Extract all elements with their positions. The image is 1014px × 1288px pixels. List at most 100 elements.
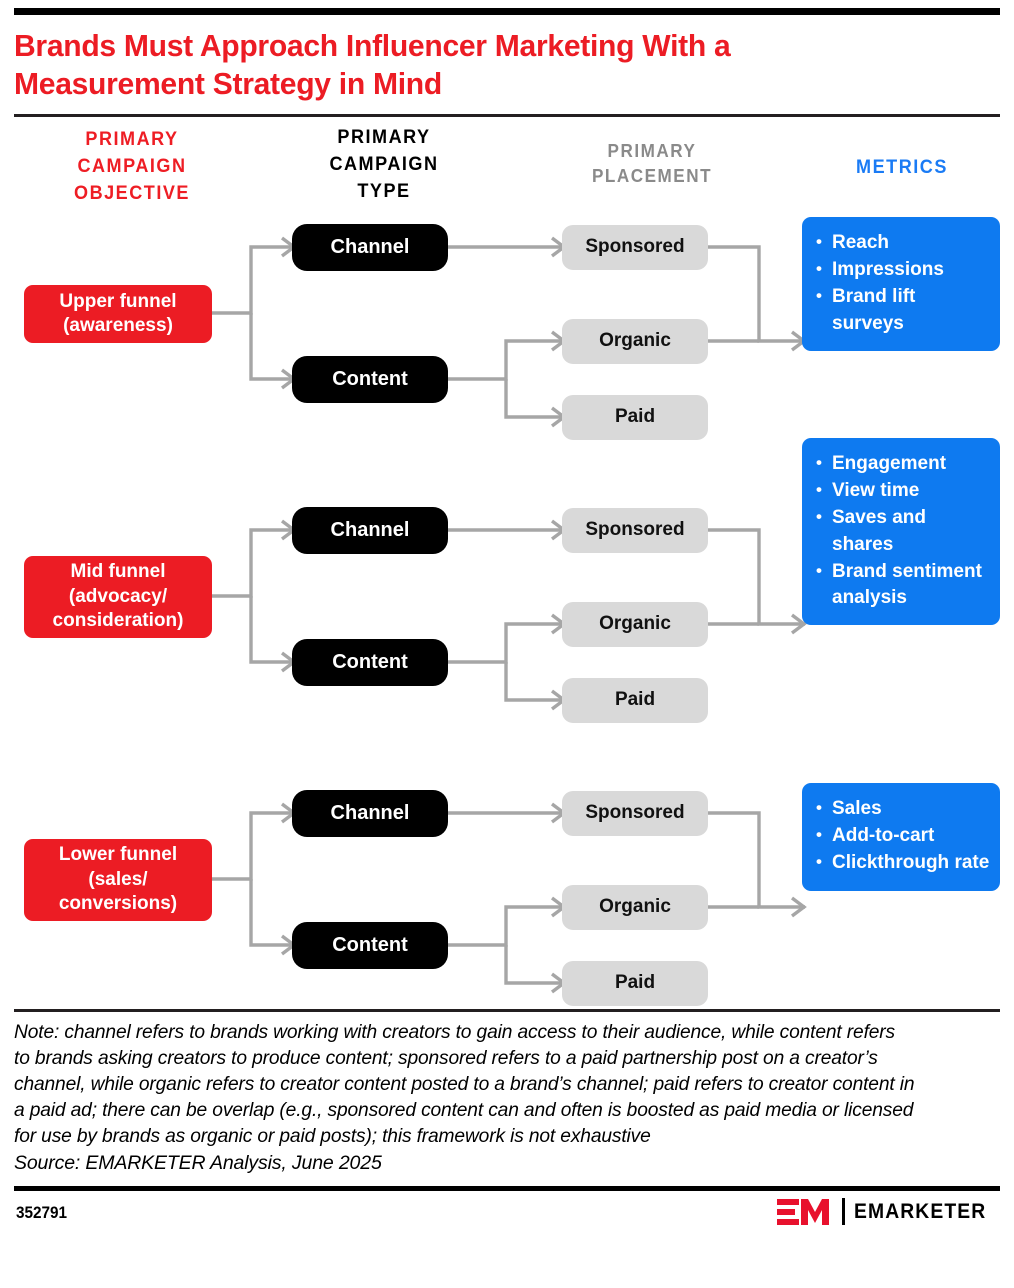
logo-wordmark: EMARKETER xyxy=(854,1199,987,1223)
header-line: PRIMARY xyxy=(337,126,431,148)
placement-box-paid[interactable]: Paid xyxy=(562,677,708,723)
placement-label: Sponsored xyxy=(585,519,685,541)
footnote-line: to brands asking creators to produce con… xyxy=(14,1047,878,1069)
metric-label: Brand sentiment analysis xyxy=(832,560,982,608)
header-line: OBJECTIVE xyxy=(74,182,190,204)
diagram-row-upper-funnel: Upper funnel (awareness) Channel Content… xyxy=(14,209,1000,459)
footnote-line: for use by brands as organic or paid pos… xyxy=(14,1125,651,1148)
placement-box-sponsored[interactable]: Sponsored xyxy=(562,507,708,553)
emarketer-logo: EMARKETER xyxy=(777,1197,998,1227)
campaign-type-label: Channel xyxy=(330,518,410,541)
metrics-box-mid-funnel[interactable]: • Engagement • View time • Saves and sha… xyxy=(802,437,1000,626)
header-line: PRIMARY xyxy=(607,140,697,161)
objective-label-line: consideration) xyxy=(52,610,184,632)
chart-id: 352791 xyxy=(16,1202,68,1222)
objective-label-line: (advocacy/ xyxy=(68,585,168,607)
campaign-type-box-channel[interactable]: Channel xyxy=(292,789,448,837)
metric-label: Engagement xyxy=(832,452,947,474)
placement-label: Organic xyxy=(599,330,671,352)
logo-divider xyxy=(842,1198,846,1226)
objective-label-line: (sales/ xyxy=(88,868,148,890)
placement-label: Paid xyxy=(614,689,656,711)
campaign-type-box-channel[interactable]: Channel xyxy=(292,223,448,271)
metric-item: • Saves and shares xyxy=(816,505,990,557)
metrics-box-upper-funnel[interactable]: • Reach • Impressions • Brand lift surve… xyxy=(802,216,1000,351)
metric-label: Clickthrough rate xyxy=(832,852,990,874)
placement-box-organic[interactable]: Organic xyxy=(562,601,708,647)
footnote-line: channel, while organic refers to creator… xyxy=(14,1073,915,1096)
objective-box-upper-funnel[interactable]: Upper funnel (awareness) xyxy=(24,284,212,343)
top-rule xyxy=(14,8,1000,15)
em-monogram-icon xyxy=(777,1198,830,1225)
objective-box-mid-funnel[interactable]: Mid funnel (advocacy/ consideration) xyxy=(24,555,212,638)
header-line: CAMPAIGN xyxy=(329,153,439,175)
row-connectors xyxy=(212,802,807,994)
placement-label: Paid xyxy=(614,972,656,994)
metric-label: Impressions xyxy=(832,259,944,281)
column-header-placement: PRIMARY PLACEMENT xyxy=(521,139,783,190)
title-underline-rule xyxy=(14,113,1000,117)
campaign-type-label: Channel xyxy=(330,801,410,824)
bullet-icon: • xyxy=(816,507,822,527)
objective-label-line: Lower funnel xyxy=(58,844,178,866)
column-header-objective: PRIMARY CAMPAIGN OBJECTIVE xyxy=(37,127,227,208)
metric-label: Add-to-cart xyxy=(832,825,935,847)
footnote: Note: channel refers to brands working w… xyxy=(14,1012,1000,1176)
objective-label-line: Mid funnel xyxy=(70,561,166,583)
metric-label: Brand lift surveys xyxy=(832,286,916,334)
bullet-icon: • xyxy=(816,480,822,500)
header-line: TYPE xyxy=(357,180,411,202)
bullet-icon: • xyxy=(816,452,822,472)
metric-item: • Brand lift surveys xyxy=(816,284,990,336)
metric-label: Sales xyxy=(832,797,882,819)
column-headers: PRIMARY CAMPAIGN OBJECTIVE PRIMARY CAMPA… xyxy=(14,117,1000,209)
title-line-2: Measurement Strategy in Mind xyxy=(14,66,442,102)
campaign-type-box-content[interactable]: Content xyxy=(292,921,448,969)
campaign-type-box-content[interactable]: Content xyxy=(292,638,448,686)
metric-item: • Engagement xyxy=(816,451,990,477)
header-line: METRICS xyxy=(856,156,948,178)
funnel-diagram: Upper funnel (awareness) Channel Content… xyxy=(14,209,1000,1009)
campaign-type-label: Content xyxy=(332,650,408,673)
bullet-icon: • xyxy=(816,231,822,251)
metric-item: • Impressions xyxy=(816,257,990,283)
page-title: Brands Must Approach Influencer Marketin… xyxy=(14,15,970,114)
placement-box-organic[interactable]: Organic xyxy=(562,884,708,930)
header-line: PLACEMENT xyxy=(591,166,713,187)
column-header-campaign-type: PRIMARY CAMPAIGN TYPE xyxy=(272,125,496,206)
bullet-icon: • xyxy=(816,852,822,872)
metric-item: • Brand sentiment analysis xyxy=(816,559,990,611)
metric-item: • Clickthrough rate xyxy=(816,850,990,876)
diagram-row-lower-funnel: Lower funnel (sales/ conversions) Channe… xyxy=(14,775,1000,1025)
bullet-icon: • xyxy=(816,259,822,279)
title-line-1: Brands Must Approach Influencer Marketin… xyxy=(14,28,731,63)
placement-box-paid[interactable]: Paid xyxy=(562,960,708,1006)
bullet-icon: • xyxy=(816,797,822,817)
metric-label: Reach xyxy=(832,231,890,253)
objective-label-line: conversions) xyxy=(58,893,178,915)
campaign-type-box-content[interactable]: Content xyxy=(292,355,448,403)
campaign-type-label: Channel xyxy=(330,235,410,258)
footnote-top-rule xyxy=(14,1008,1000,1012)
bullet-icon: • xyxy=(816,825,822,845)
placement-box-sponsored[interactable]: Sponsored xyxy=(562,224,708,270)
bullet-icon: • xyxy=(816,286,822,306)
metric-item: • Sales xyxy=(816,796,990,822)
footnote-line: Note: channel refers to brands working w… xyxy=(14,1020,896,1043)
placement-label: Sponsored xyxy=(585,236,685,258)
campaign-type-label: Content xyxy=(332,367,408,390)
metric-item: • Add-to-cart xyxy=(816,823,990,849)
bullet-icon: • xyxy=(816,560,822,580)
metric-label: View time xyxy=(832,480,920,502)
objective-box-lower-funnel[interactable]: Lower funnel (sales/ conversions) xyxy=(24,838,212,921)
metrics-box-lower-funnel[interactable]: • Sales • Add-to-cart • Clickthrough rat… xyxy=(802,782,1000,891)
header-line: PRIMARY xyxy=(85,128,179,150)
footnote-line: a paid ad; there can be overlap (e.g., s… xyxy=(14,1099,914,1122)
campaign-type-box-channel[interactable]: Channel xyxy=(292,506,448,554)
placement-box-sponsored[interactable]: Sponsored xyxy=(562,790,708,836)
placement-label: Paid xyxy=(614,406,656,428)
placement-box-organic[interactable]: Organic xyxy=(562,318,708,364)
infographic-page: Brands Must Approach Influencer Marketin… xyxy=(0,8,1014,1288)
metric-item: • View time xyxy=(816,478,990,504)
placement-box-paid[interactable]: Paid xyxy=(562,394,708,440)
